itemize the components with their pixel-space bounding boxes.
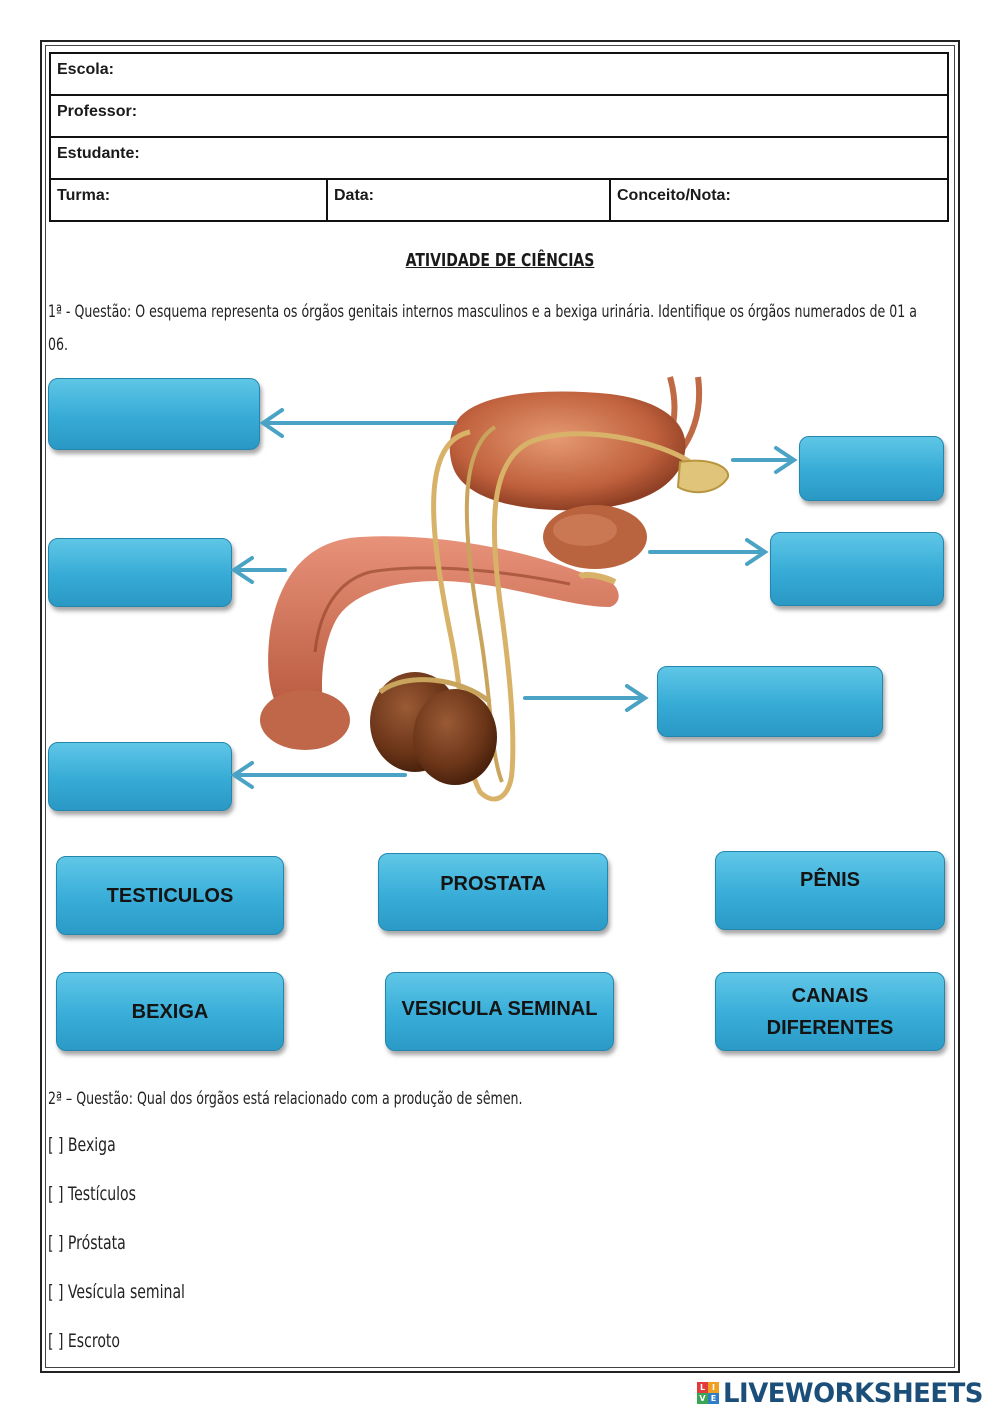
option-escroto[interactable]: [ ] Escroto (48, 1330, 121, 1352)
liveworksheets-logo[interactable]: L I V E LIVEWORKSHEETS (697, 1377, 994, 1409)
answer-box-2[interactable] (48, 538, 232, 607)
word-penis[interactable]: PÊNIS (715, 851, 945, 930)
male-reproductive-system-illustration (260, 376, 730, 802)
question-1-text: 1ª - Questão: O esquema representa os ór… (48, 302, 917, 355)
school-label: Escola: (57, 61, 114, 78)
grade-cell[interactable]: Conceito/Nota: (611, 180, 947, 220)
page-border-outer (40, 40, 960, 1373)
logo-mark-icon: L I V E (697, 1382, 719, 1404)
teacher-label: Professor: (57, 103, 138, 120)
page-border-inner (45, 45, 955, 1368)
word-testiculos[interactable]: TESTICULOS (56, 856, 284, 935)
word-prostata[interactable]: PROSTATA (378, 853, 608, 931)
brand-name: LIVEWORKSHEETS (723, 1377, 984, 1409)
class-date-grade-row: Turma: Data: Conceito/Nota: (51, 180, 947, 220)
word-vesicula-seminal[interactable]: VESICULA SEMINAL (385, 972, 614, 1051)
option-bexiga[interactable]: [ ] Bexiga (48, 1134, 116, 1156)
student-row[interactable]: Estudante: (51, 138, 947, 180)
question-2-text: 2ª – Questão: Qual dos órgãos está relac… (48, 1089, 523, 1109)
grade-label: Conceito/Nota: (617, 187, 731, 204)
student-label: Estudante: (57, 145, 140, 162)
answer-box-5[interactable] (770, 532, 944, 606)
page-title: ATIVIDADE DE CIÊNCIAS (405, 250, 595, 271)
answer-box-6[interactable] (657, 666, 883, 737)
date-cell[interactable]: Data: (328, 180, 611, 220)
class-cell[interactable]: Turma: (51, 180, 328, 220)
header-table: Escola: Professor: Estudante: Turma: Dat… (49, 52, 949, 222)
school-row[interactable]: Escola: (51, 54, 947, 96)
word-canais-diferentes[interactable]: CANAIS DIFERENTES (715, 972, 945, 1051)
option-vesicula-seminal[interactable]: [ ] Vesícula seminal (48, 1281, 185, 1303)
answer-box-4[interactable] (799, 436, 944, 501)
answer-box-3[interactable] (48, 742, 232, 811)
word-bexiga[interactable]: BEXIGA (56, 972, 284, 1051)
class-label: Turma: (57, 187, 111, 204)
teacher-row[interactable]: Professor: (51, 96, 947, 138)
option-testiculos[interactable]: [ ] Testículos (48, 1183, 136, 1205)
answer-box-1[interactable] (48, 378, 260, 450)
option-prostata[interactable]: [ ] Próstata (48, 1232, 126, 1254)
date-label: Data: (334, 187, 375, 204)
